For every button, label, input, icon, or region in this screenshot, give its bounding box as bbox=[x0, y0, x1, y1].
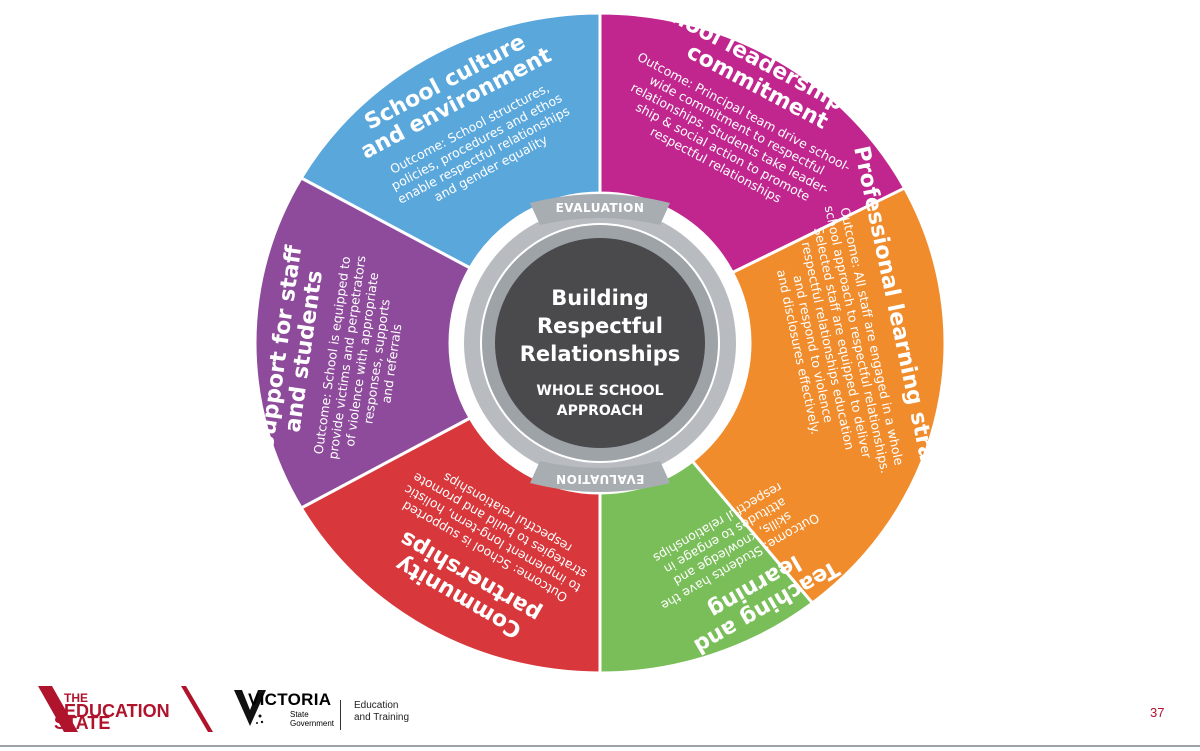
evaluation-band-bottom bbox=[530, 461, 670, 492]
page-number: 37 bbox=[1150, 705, 1165, 720]
department-line-2: and Training bbox=[354, 712, 410, 723]
education-state-line-3: STATE bbox=[54, 713, 111, 733]
center-circle bbox=[495, 238, 705, 448]
segment-professional-learning bbox=[690, 186, 947, 606]
victoria-state-government-logo: VICTORIA State Government bbox=[232, 686, 432, 732]
center-subtitle-line-1: WHOLE SCHOOL bbox=[536, 383, 663, 399]
center-title-line-2: Respectful bbox=[537, 314, 663, 338]
logo-divider bbox=[340, 700, 341, 730]
center-title-line-3: Relationships bbox=[520, 342, 681, 366]
segment-school-culture bbox=[299, 11, 602, 271]
education-state-line-1: THE bbox=[64, 691, 88, 705]
education-state-logo: THE EDUCATION STATE bbox=[38, 686, 213, 732]
bottom-edge-line bbox=[0, 745, 1200, 747]
segments-group bbox=[253, 11, 947, 675]
evaluation-band-top bbox=[530, 194, 670, 225]
victoria-wordmark: VICTORIA bbox=[248, 690, 332, 709]
department-name: Education and Training bbox=[354, 700, 434, 724]
evaluation-label-bottom: EVALUATION bbox=[556, 472, 645, 486]
victoria-emblem-icon bbox=[234, 690, 266, 726]
department-line-1: Education bbox=[354, 700, 399, 711]
center-subtitle-line-2: APPROACH bbox=[557, 403, 644, 419]
victoria-sub-line-2: Government bbox=[290, 719, 335, 728]
segment-support-staff bbox=[253, 176, 473, 510]
label-school-leadership: School leadership andcommitmentOutcome: … bbox=[628, 0, 895, 206]
victoria-subtitle: State Government bbox=[290, 710, 350, 728]
evaluation-label-top: EVALUATION bbox=[556, 201, 645, 215]
victoria-sub-line-1: State bbox=[290, 710, 309, 719]
education-state-line-2: EDUCATION bbox=[64, 701, 170, 721]
center-title-line-1: Building bbox=[551, 286, 649, 310]
